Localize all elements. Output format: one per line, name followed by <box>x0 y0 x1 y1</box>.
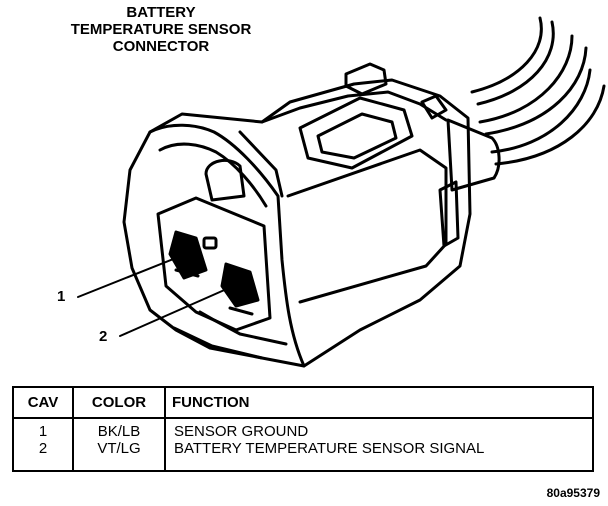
pin-1-slot <box>174 268 200 278</box>
function-cell: SENSOR GROUND BATTERY TEMPERATURE SENSOR… <box>165 418 592 470</box>
pin-2-slot <box>228 306 254 316</box>
row-1-cav: 1 <box>38 423 48 440</box>
side-panel <box>286 148 448 304</box>
diagram-title: BATTERY TEMPERATURE SENSOR CONNECTOR <box>30 4 292 55</box>
wire-3 <box>490 68 592 154</box>
title-line-1: BATTERY <box>126 4 196 21</box>
table-body-row: 1 2 BK/LB VT/LG SENSOR GROUND BATTERY TE… <box>14 418 592 470</box>
wire-3-edge <box>494 84 606 166</box>
bottom-lip-lower <box>172 326 264 360</box>
wire-1 <box>470 16 543 94</box>
table-header-row: CAV COLOR FUNCTION <box>14 388 592 418</box>
wire-2-edge <box>484 46 588 136</box>
latch-ramp <box>298 96 414 170</box>
lock-tab <box>344 62 388 96</box>
latch-ramp-inner <box>316 112 398 160</box>
header-function: FUNCTION <box>172 394 250 411</box>
color-cell: BK/LB VT/LG <box>73 418 166 470</box>
callout-1-leader <box>77 253 187 298</box>
connector-face <box>156 196 272 332</box>
title-line-2: TEMPERATURE SENSOR <box>70 21 252 38</box>
wire-2 <box>478 34 574 124</box>
connector-illustration <box>77 16 606 368</box>
latch-post <box>204 158 246 202</box>
housing-edge <box>238 130 284 198</box>
callout-2-label: 2 <box>99 328 108 345</box>
figure-reference-number: 80a95379 <box>546 486 600 500</box>
header-cav: CAV <box>14 388 74 418</box>
pinout-table: CAV COLOR FUNCTION 1 2 BK/LB VT/LG <box>12 386 594 472</box>
header-color: COLOR <box>73 388 166 418</box>
front-frame-inner <box>158 142 268 208</box>
row-2-color: VT/LG <box>97 440 141 457</box>
wire-harness <box>470 16 606 166</box>
connector-housing <box>122 78 472 368</box>
pin-2-cavity <box>220 262 260 308</box>
side-slot <box>438 180 460 248</box>
wire-1-edge <box>476 20 555 106</box>
rear-tab <box>420 94 448 120</box>
title-line-3: CONNECTOR <box>112 38 210 55</box>
callout-2-leader <box>119 283 239 337</box>
callout-1-label: 1 <box>57 288 66 305</box>
row-1-color: BK/LB <box>97 423 141 440</box>
row-1-function: SENSOR GROUND <box>174 423 309 440</box>
row-2-cav: 2 <box>38 440 48 457</box>
keying-mark <box>202 236 218 250</box>
cav-cell: 1 2 <box>14 418 74 470</box>
wire-boot <box>446 118 501 192</box>
front-frame <box>148 123 306 368</box>
row-2-function: BATTERY TEMPERATURE SENSOR SIGNAL <box>174 440 485 457</box>
bottom-lip <box>198 310 288 346</box>
